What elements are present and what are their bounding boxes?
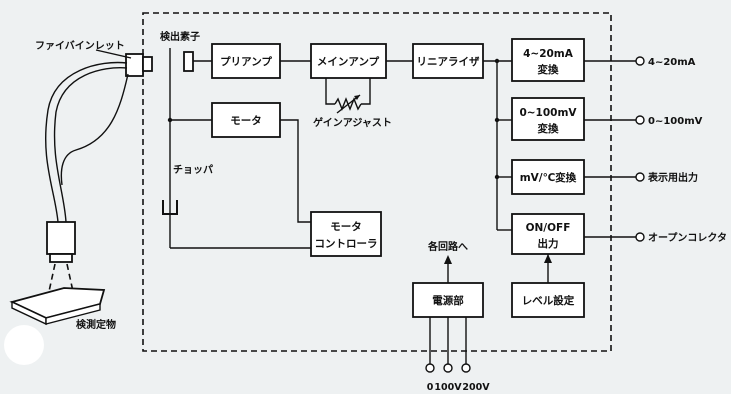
- mv-converter-line1: 0~100mV: [519, 107, 577, 119]
- mainamp-label: メインアンプ: [317, 55, 380, 68]
- onoff-line2: 出力: [538, 237, 559, 250]
- chopper-label: チョッパ: [173, 164, 213, 176]
- terminal-0v: [425, 363, 435, 373]
- ma-converter-line1: 4~20mA: [523, 48, 574, 60]
- terminal-display: [635, 172, 645, 182]
- mv-converter-block: [511, 97, 585, 141]
- fiber-cable-inner: [53, 67, 128, 223]
- terminal-ma: [635, 56, 645, 66]
- fiber-inlet-leader: [95, 49, 132, 59]
- preamp-block: [211, 43, 281, 79]
- gain-arrowhead: [354, 95, 360, 100]
- power-arrowhead: [444, 255, 452, 264]
- detector-label: 検出素子: [160, 30, 200, 43]
- motor-controller-block: [310, 211, 382, 257]
- ma-converter-line2: 変換: [538, 63, 559, 76]
- fiber-cable-loop: [60, 73, 129, 186]
- sight-line-left: [47, 263, 56, 297]
- target-label: 検測定物: [76, 318, 116, 331]
- onoff-line1: ON/OFF: [526, 222, 571, 234]
- linearizer-block: [412, 43, 484, 79]
- sensor-lens: [49, 253, 73, 263]
- chopper-blade: [162, 200, 178, 215]
- measured-object-front: [45, 303, 101, 325]
- voltage-100-label: 100V: [434, 382, 462, 393]
- sight-line-right: [66, 263, 75, 297]
- output-oc-label: オープンコレクタ: [648, 231, 727, 244]
- c-converter-label: mV/℃変換: [520, 171, 577, 184]
- preamp-label: プリアンプ: [220, 55, 272, 68]
- terminal-mv: [635, 115, 645, 125]
- wire-motor-controller: [280, 119, 311, 223]
- fiber-inlet-port: [142, 56, 153, 72]
- level-setting-label: レベル設定: [522, 294, 575, 307]
- terminal-100v: [443, 363, 453, 373]
- motor-label: モータ: [230, 115, 262, 127]
- output-mv-label: 0~100mV: [648, 116, 703, 127]
- gain-adjust-label: ゲインアジャスト: [313, 116, 392, 129]
- fiber-inlet-label: ファイバインレット: [35, 40, 125, 52]
- fiber-cable-outer: [45, 61, 128, 223]
- mv-converter-line2: 変換: [538, 122, 559, 135]
- motor-controller-line1: モータ: [330, 221, 362, 233]
- detector-element: [183, 51, 194, 72]
- output-ma-label: 4~20mA: [648, 57, 696, 68]
- gain-wire-left: [325, 78, 335, 105]
- ma-converter-block: [511, 38, 585, 82]
- output-display-label: 表示用出力: [647, 171, 698, 184]
- terminal-200v: [461, 363, 471, 373]
- to-circuits-label: 各回路へ: [427, 240, 468, 253]
- onoff-output-block: [511, 213, 585, 255]
- voltage-0-label: 0: [427, 382, 434, 393]
- junction-dot-1: [494, 58, 500, 64]
- c-converter-block: [511, 159, 585, 195]
- linearizer-label: リニアライザ: [417, 56, 480, 68]
- level-arrowhead: [544, 254, 552, 263]
- terminal-oc: [635, 232, 645, 242]
- junction-dot-3: [494, 174, 500, 180]
- junction-chopper: [167, 117, 173, 123]
- level-setting-block: [511, 282, 585, 318]
- motor-controller-line2: コントローラ: [315, 238, 378, 250]
- enclosure-border: [142, 12, 612, 352]
- gain-wire-right: [361, 78, 371, 105]
- voltage-200-label: 200V: [462, 382, 490, 393]
- white-spot: [4, 325, 44, 365]
- sensor-head: [46, 221, 76, 255]
- junction-dot-2: [494, 117, 500, 123]
- power-supply-label: 電源部: [432, 294, 464, 307]
- motor-block: [211, 102, 281, 138]
